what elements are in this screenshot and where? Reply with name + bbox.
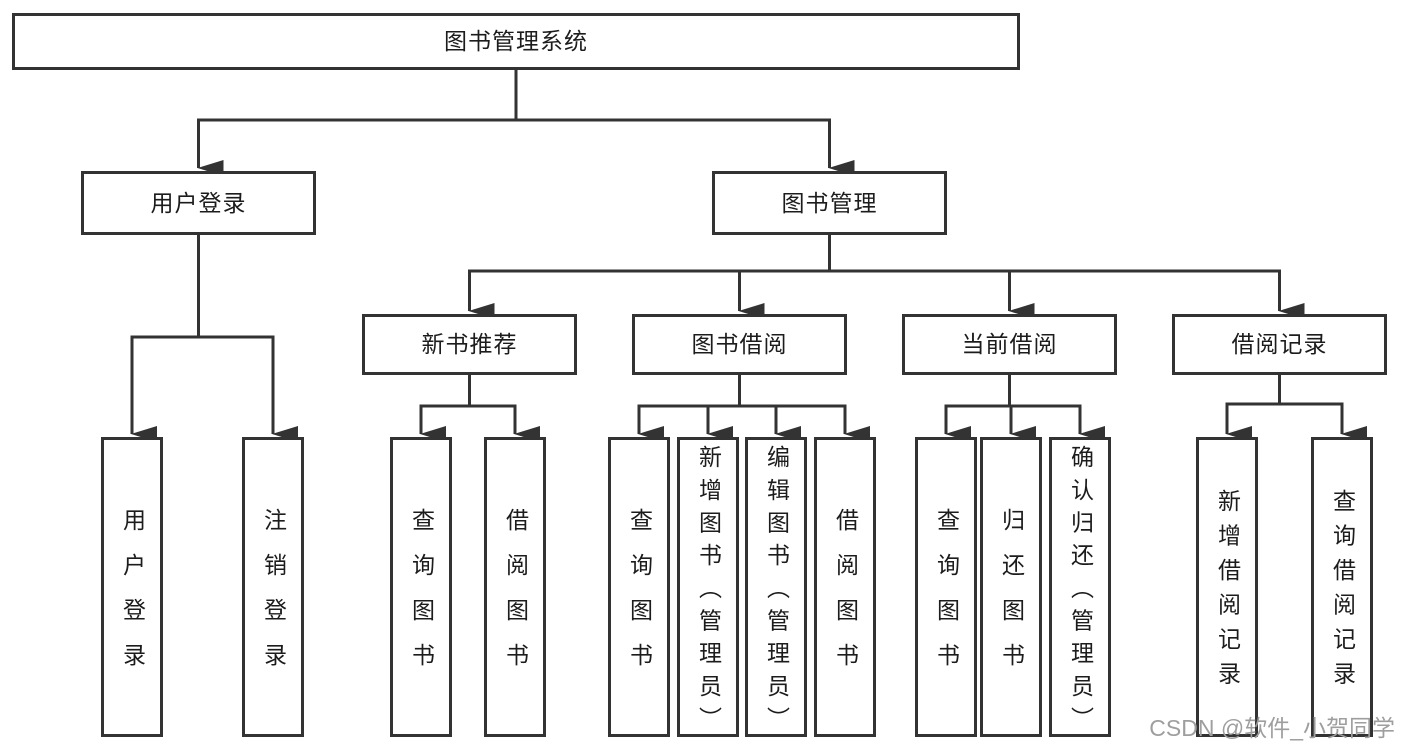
node-book-borrowing: 图书借阅: [632, 314, 847, 375]
node-label: 归还图书: [998, 508, 1025, 688]
node-label: 新增图书（管理员）: [695, 444, 722, 739]
node-label: 用户登录: [119, 508, 146, 688]
node-label: 查询借阅记录: [1329, 489, 1356, 697]
leaf-query-books-current: 查询图书: [915, 437, 977, 737]
watermark: CSDN @软件_小贺同学: [1149, 715, 1395, 741]
node-current-borrowing: 当前借阅: [902, 314, 1117, 375]
node-borrowing-records: 借阅记录: [1172, 314, 1387, 375]
node-user-login: 用户登录: [81, 171, 316, 235]
node-label: 新书推荐: [421, 331, 518, 357]
leaf-user-login: 用户登录: [101, 437, 163, 737]
node-label: 查询图书: [626, 508, 653, 688]
leaf-edit-books-admin: 编辑图书（管理员）: [745, 437, 807, 739]
node-label: 图书管理系统: [444, 28, 588, 54]
node-new-book-recommendation: 新书推荐: [362, 314, 577, 375]
leaf-borrow-books-borrowing: 借阅图书: [814, 437, 876, 737]
node-label: 确认归还（管理员）: [1067, 444, 1094, 739]
leaf-logout: 注销登录: [242, 437, 304, 737]
root-node-library-management-system: 图书管理系统: [12, 13, 1020, 70]
node-label: 图书管理: [781, 189, 878, 216]
node-label: 编辑图书（管理员）: [763, 444, 790, 739]
node-label: 图书借阅: [691, 331, 788, 357]
leaf-query-books-borrowing: 查询图书: [608, 437, 670, 737]
leaf-confirm-return-admin: 确认归还（管理员）: [1049, 437, 1111, 739]
node-label: 注销登录: [260, 508, 287, 688]
leaf-add-books-admin: 新增图书（管理员）: [677, 437, 739, 739]
leaf-return-books: 归还图书: [980, 437, 1042, 737]
node-label: 新增借阅记录: [1214, 489, 1241, 697]
leaf-add-borrow-record: 新增借阅记录: [1196, 437, 1258, 737]
node-label: 借阅图书: [502, 508, 529, 688]
node-label: 当前借阅: [961, 331, 1058, 357]
leaf-borrow-books-recommend: 借阅图书: [484, 437, 546, 737]
node-label: 查询图书: [933, 508, 960, 688]
node-label: 用户登录: [150, 189, 247, 216]
leaf-query-borrow-record: 查询借阅记录: [1311, 437, 1373, 737]
node-label: 借阅图书: [832, 508, 859, 688]
leaf-query-books-recommend: 查询图书: [390, 437, 452, 737]
node-label: 查询图书: [408, 508, 435, 688]
node-book-management: 图书管理: [712, 171, 947, 235]
node-label: 借阅记录: [1231, 331, 1328, 357]
